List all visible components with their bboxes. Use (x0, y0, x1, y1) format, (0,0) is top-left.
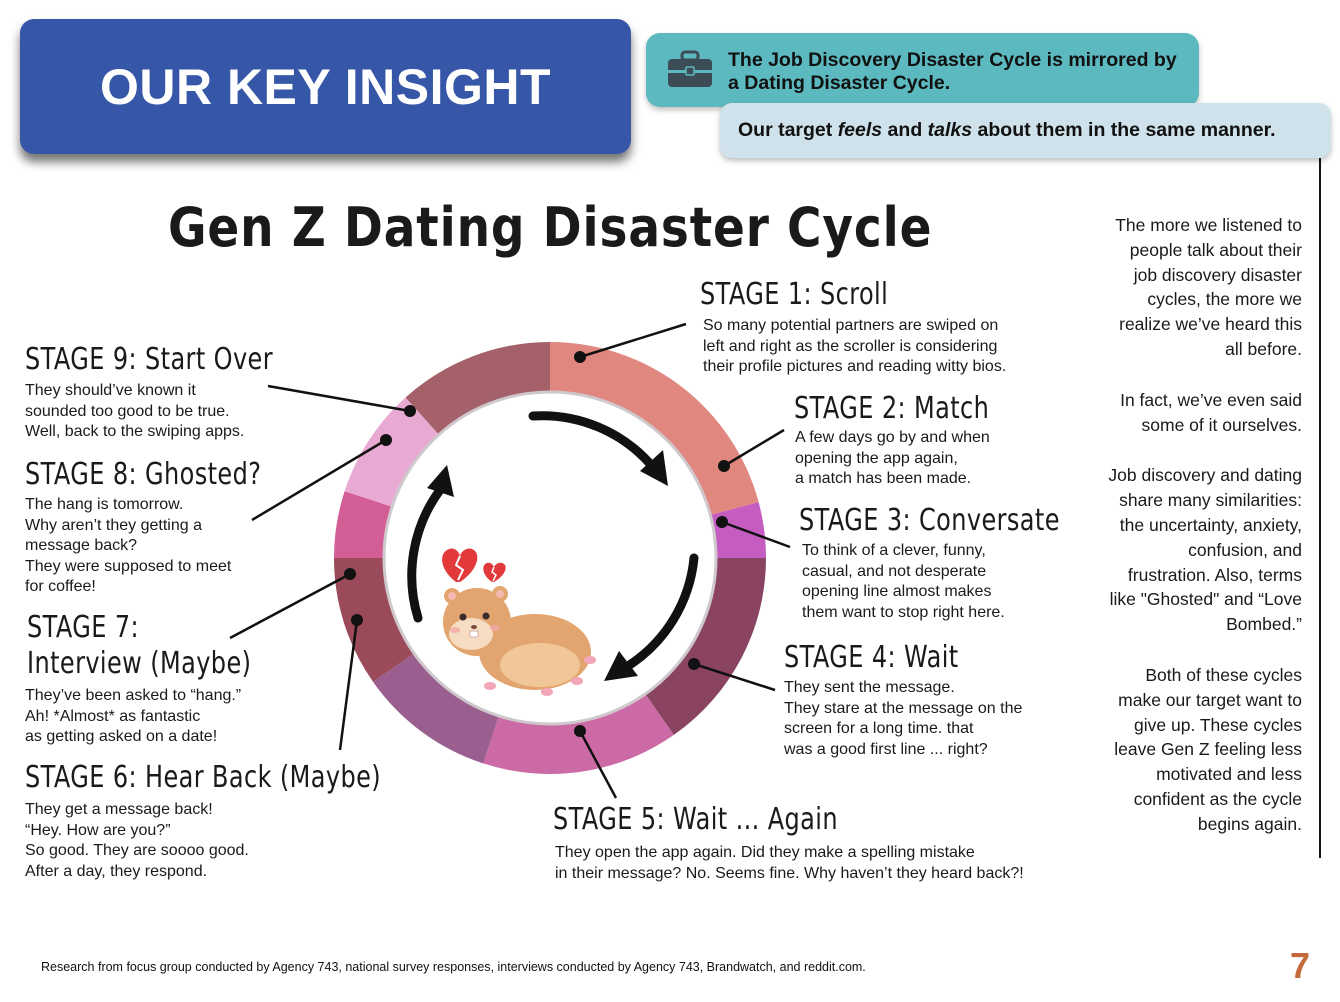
leader-line-stage-4 (693, 662, 776, 692)
page-number: 7 (1290, 945, 1311, 986)
stage-4-title: STAGE 4: Wait (784, 640, 959, 675)
leader-line-stage-8 (251, 438, 387, 522)
leader-line-stage-7 (229, 572, 351, 640)
arrow-left (407, 485, 445, 623)
stage-6-title: STAGE 6: Hear Back (Maybe) (25, 760, 382, 795)
stage-7-description: They’ve been asked to “hang.”Ah! *Almost… (25, 687, 242, 745)
stage-4-description: They sent the message.They stare at the … (784, 679, 1023, 758)
ring-segment-stage-2 (710, 502, 766, 558)
broken-heart-icon (442, 548, 506, 582)
briefcase-icon (668, 50, 712, 87)
stage-5-title: STAGE 5: Wait ... Again (553, 802, 838, 837)
stage-1-description: So many potential partners are swiped on… (703, 317, 1007, 375)
insight-callout: The Job Discovery Disaster Cycle is mirr… (646, 33, 1199, 107)
ring-dot-stage-9 (404, 405, 416, 417)
cycle-arrows (407, 411, 699, 681)
stage-8-title: STAGE 8: Ghosted? (25, 457, 262, 492)
ring-dot-stage-2 (718, 460, 730, 472)
ring-dot-stage-6 (351, 614, 363, 626)
ring-dot-stage-8 (380, 434, 392, 446)
ring-segment-stage-9 (405, 342, 550, 435)
target-callout-text: Our target feels and talks about them in… (738, 119, 1276, 141)
ring-dot-stage-5 (574, 725, 586, 737)
ring-dot-stage-4 (688, 658, 700, 670)
leader-line-stage-5 (578, 730, 618, 799)
cycle-title: Gen Z Dating Disaster Cycle (168, 196, 933, 259)
header-banner: OUR KEY INSIGHT (20, 19, 631, 154)
stage-5-description: They open the app again. Did they make a… (555, 844, 1024, 882)
stage-2-title: STAGE 2: Match (794, 391, 990, 426)
stage-3-title: STAGE 3: Conversate (799, 503, 1060, 538)
ring-segment-stage-6 (334, 558, 415, 682)
stage-8-description: The hang is tomorrow.Why aren’t they get… (25, 496, 232, 595)
leader-line-stage-3 (721, 520, 791, 549)
leader-line-stage-9 (267, 384, 411, 413)
stage-1-title: STAGE 1: Scroll (700, 277, 889, 312)
stage-9-title: STAGE 9: Start Over (25, 342, 273, 377)
leader-line-stage-1 (579, 322, 687, 359)
ring-segment-stage-7 (334, 491, 393, 558)
arrow-right (623, 553, 699, 671)
stage-7-title: STAGE 7:Interview (Maybe) (27, 610, 252, 681)
ring-dot-stage-7 (344, 568, 356, 580)
leader-line-stage-2 (723, 428, 785, 468)
leader-lines (229, 322, 791, 799)
page-title: OUR KEY INSIGHT (99, 58, 552, 115)
ring-dot-stage-1 (574, 351, 586, 363)
ring-segment-stage-8 (344, 397, 439, 507)
arrow-top (528, 411, 657, 471)
target-callout: Our target feels and talks about them in… (720, 103, 1331, 158)
stage-3-description: To think of a clever, funny,casual, and … (802, 542, 1005, 621)
hamster-icon (443, 586, 596, 696)
ring-segment-stage-5 (373, 653, 499, 764)
sidebar-divider (1319, 158, 1321, 858)
leader-line-stage-6 (338, 619, 359, 751)
ring-segment-stage-3 (645, 558, 766, 735)
insight-callout-text: The Job Discovery Disaster Cycle is mirr… (728, 49, 1177, 94)
footer-source-note: Research from focus group conducted by A… (41, 960, 866, 974)
stage-6-description: They get a message back!“Hey. How are yo… (25, 801, 249, 880)
ring-dot-stage-3 (716, 516, 728, 528)
